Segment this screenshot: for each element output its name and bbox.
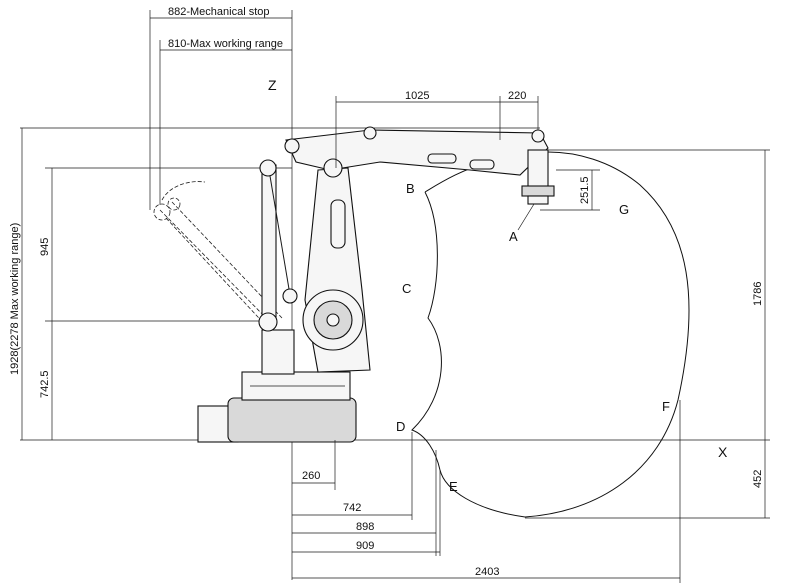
point-label-b: B: [406, 181, 415, 196]
right-dimensions: 251.5 1786 452: [556, 150, 766, 518]
point-label-d: D: [396, 419, 405, 434]
ghost-arm-line-3: [165, 217, 271, 331]
ghost-wrist-circle-2: [167, 197, 181, 211]
upper-arm-slot-2: [469, 159, 495, 170]
upper-arm-slot-1: [427, 153, 457, 164]
dim-909: 909: [356, 540, 374, 552]
parallel-rod-rear: [261, 164, 277, 321]
wrist-housing: [527, 149, 549, 189]
rod-joint-top: [259, 159, 277, 177]
point-label-e: E: [449, 479, 458, 494]
ghost-arc: [161, 181, 206, 201]
dim-1025: 1025: [405, 90, 429, 102]
point-label-c: C: [402, 281, 411, 296]
dim-742-5: 742.5: [39, 370, 51, 398]
point-label-a: A: [509, 229, 518, 244]
point-label-f: F: [662, 399, 670, 414]
dim-1786: 1786: [752, 282, 764, 306]
wrist-flange: [521, 185, 555, 197]
reference-lines: [20, 80, 770, 580]
bottom-dimensions: 260 742 898 909 2403: [292, 400, 681, 583]
dim-251-5: 251.5: [579, 176, 591, 204]
tool-flange: [527, 195, 549, 205]
wrist-joint: [531, 129, 545, 143]
robot-base: [227, 397, 357, 443]
z-axis-label: Z: [268, 77, 277, 93]
mech-stop-label: 882-Mechanical stop: [168, 6, 270, 18]
ghost-arm-line-1: [159, 209, 271, 323]
dim-452: 452: [752, 470, 764, 488]
dim-220: 220: [508, 90, 526, 102]
shoulder-joint: [284, 138, 300, 154]
elbow-joint: [323, 158, 343, 178]
rod-joint-bottom: [258, 312, 278, 332]
robot-drawing: [197, 126, 555, 443]
rod-joint-mid: [282, 288, 298, 304]
dim-260: 260: [302, 470, 320, 482]
dim-742: 742: [343, 502, 361, 514]
point-label-g: G: [619, 202, 629, 217]
total-height-label: 1928(2278 Max working range): [9, 223, 21, 375]
ghost-wrist-circle-1: [153, 203, 171, 221]
rear-counter-housing: [261, 329, 295, 375]
main-gear-hub: [326, 313, 340, 327]
x-axis-label: X: [718, 444, 728, 460]
working-envelope: [411, 151, 690, 518]
ghost-arm-position: [153, 181, 283, 331]
top-dimensions: 882-Mechanical stop 810-Max working rang…: [149, 6, 539, 210]
upper-link-joint: [363, 126, 377, 140]
dim-2403: 2403: [475, 566, 499, 578]
dim-945: 945: [39, 238, 51, 256]
max-range-label: 810-Max working range: [168, 38, 283, 50]
parallel-rod-diag: [268, 169, 291, 296]
dim-898: 898: [356, 521, 374, 533]
envelope-outline: [411, 151, 690, 518]
lower-arm-slot: [330, 199, 346, 249]
left-dimensions: 1928(2278 Max working range) 945 742.5: [9, 128, 53, 440]
point-a-leader: [517, 203, 535, 231]
